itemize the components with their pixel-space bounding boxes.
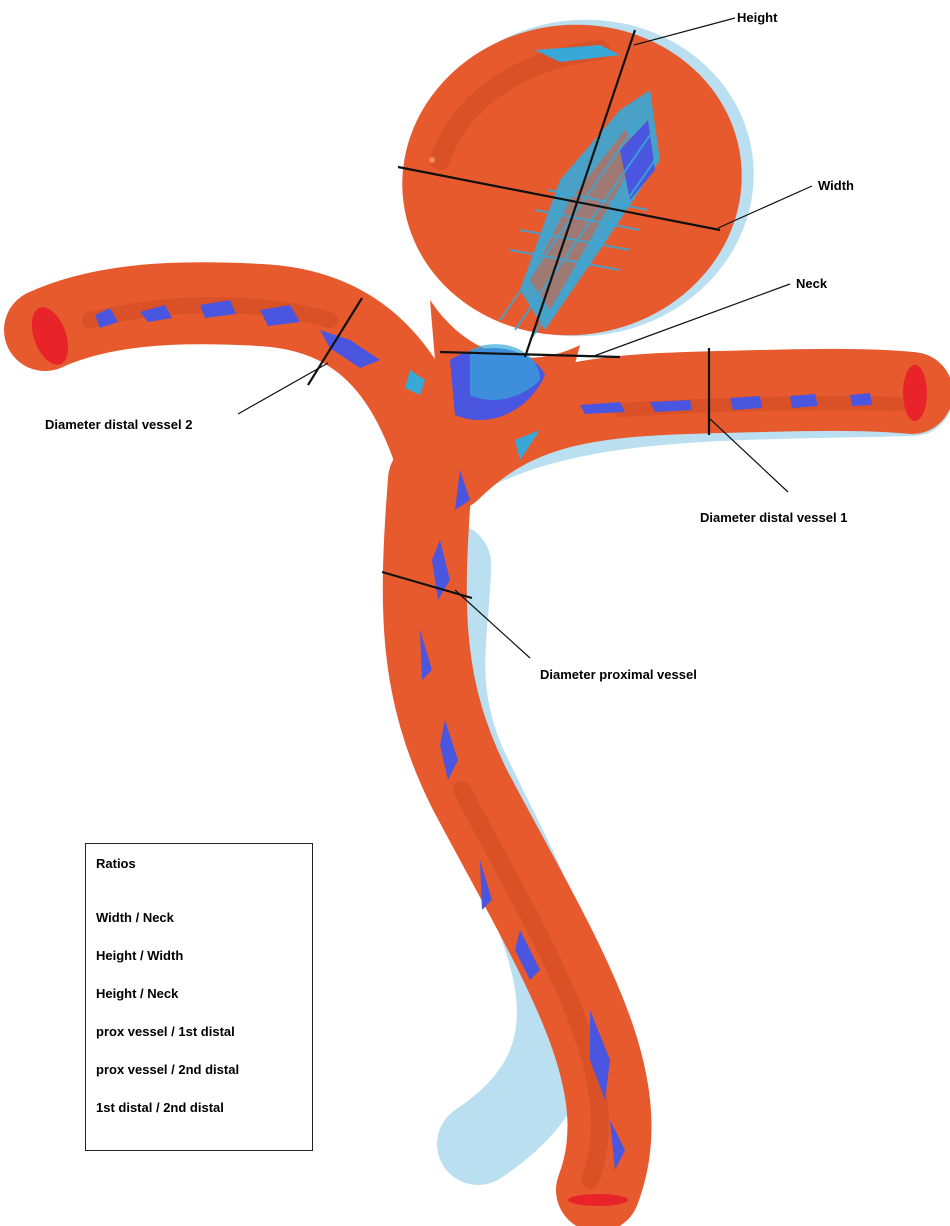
neck-label: Neck bbox=[796, 276, 827, 292]
ratio-item: 1st distal / 2nd distal bbox=[96, 1100, 302, 1116]
ratio-item: prox vessel / 1st distal bbox=[96, 1024, 302, 1040]
width-label: Width bbox=[818, 178, 854, 194]
lumen-end-bottom bbox=[568, 1194, 628, 1206]
diameter-proximal-vessel-label: Diameter proximal vessel bbox=[540, 667, 697, 683]
ratios-title: Ratios bbox=[96, 856, 302, 872]
diameter-distal-vessel-1-label: Diameter distal vessel 1 bbox=[700, 510, 847, 526]
distal-2-leader bbox=[238, 363, 328, 414]
lumen-end-right bbox=[903, 365, 927, 421]
distal-vessel-2 bbox=[45, 303, 440, 470]
vessel-halo bbox=[444, 396, 913, 1144]
ratios-list: Width / Neck Height / Width Height / Nec… bbox=[96, 910, 302, 1116]
ratio-item: prox vessel / 2nd distal bbox=[96, 1062, 302, 1078]
ratio-item: Height / Neck bbox=[96, 986, 302, 1002]
ratio-item: Width / Neck bbox=[96, 910, 302, 926]
ratio-item: Height / Width bbox=[96, 948, 302, 964]
diameter-distal-vessel-2-label: Diameter distal vessel 2 bbox=[45, 417, 192, 433]
height-label: Height bbox=[737, 10, 777, 26]
ratios-box: Ratios Width / Neck Height / Width Heigh… bbox=[85, 843, 313, 1151]
sac-spot bbox=[429, 157, 435, 163]
